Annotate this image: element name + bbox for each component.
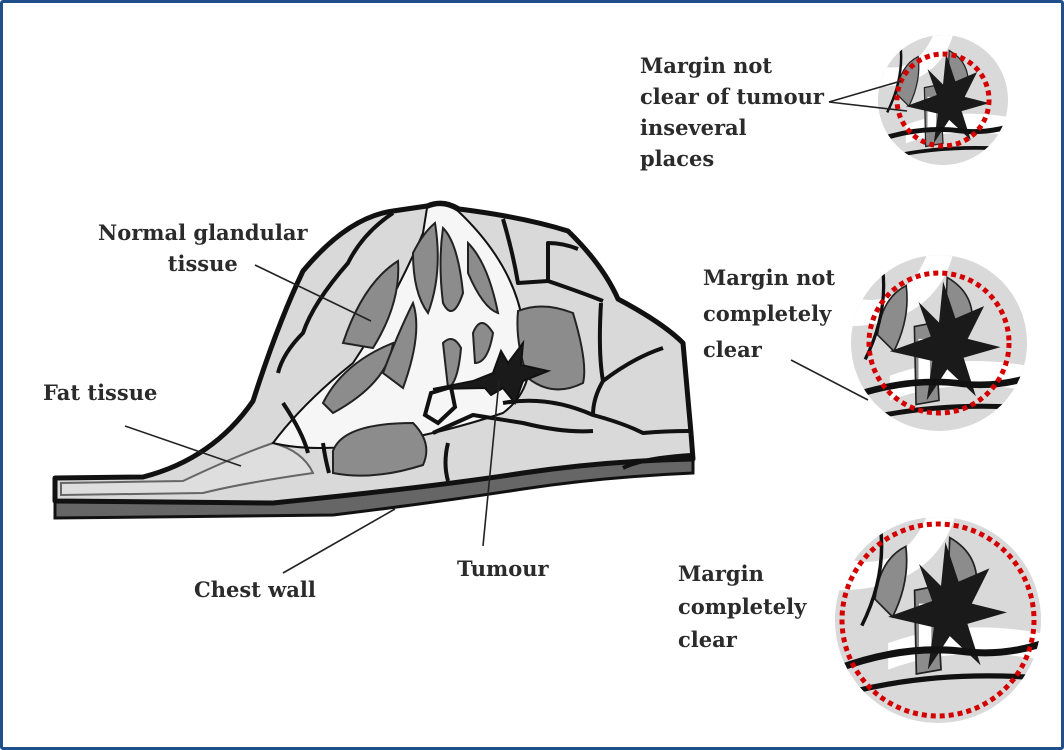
- label-margin-several: Margin not clear of tumour inseveral pla…: [640, 50, 824, 174]
- inset-not-completely: [832, 236, 1045, 449]
- label-tumour: Tumour: [457, 553, 549, 584]
- inset-completely-clear: [827, 494, 1056, 723]
- label-normal-glandular: Normal glandular tissue: [98, 217, 308, 279]
- label-chest-wall: Chest wall: [194, 574, 316, 605]
- label-margin-completely: Margin completely clear: [678, 557, 806, 656]
- illustration: [3, 3, 1061, 747]
- label-margin-not-completely: Margin not completely clear: [703, 260, 835, 368]
- inset-several-places: [862, 19, 1023, 180]
- label-fat-tissue: Fat tissue: [43, 377, 157, 408]
